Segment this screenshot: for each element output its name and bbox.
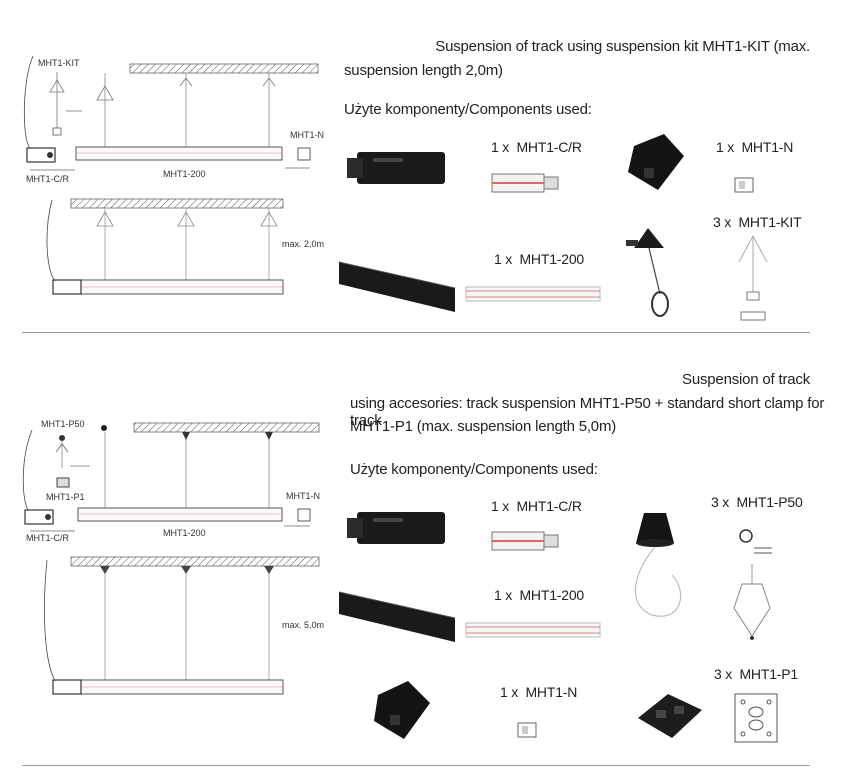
s1-comp-cr: 1 x MHT1-C/R: [491, 139, 582, 155]
suspension-p50-drawing: [733, 529, 772, 640]
s1-comp-track-qty: 1 x: [494, 251, 513, 267]
label-mht1-200: MHT1-200: [163, 169, 206, 179]
end-cap-n-drawing: [734, 177, 754, 193]
track-drawing: [465, 286, 601, 302]
s2-comp-n-qty: 1 x: [500, 684, 519, 700]
section2-title-line1: Suspension of track: [682, 371, 810, 388]
connector-cr-photo: [347, 152, 445, 184]
s2-comp-p50-code: MHT1-P50: [736, 494, 803, 510]
clamp-p1-photo: [638, 694, 702, 738]
section2-title-line2: using accesories: track suspension MHT1-…: [350, 395, 825, 429]
section-divider-2: [22, 765, 810, 766]
label-mht1-p50: MHT1-P50: [41, 419, 85, 429]
section1-title-line1: Suspension of track using suspension kit…: [435, 38, 810, 55]
s2-comp-track-qty: 1 x: [494, 587, 513, 603]
section1-title-line2: suspension length 2,0m): [344, 62, 503, 79]
s2-comp-p1-qty: 3 x: [714, 666, 733, 682]
s1-comp-cr-qty: 1 x: [491, 139, 510, 155]
connector-cr-photo-2: [347, 512, 445, 544]
clamp-p1-drawing: [734, 693, 778, 743]
s1-comp-n-code: MHT1-N: [741, 139, 794, 155]
s1-comp-track-code: MHT1-200: [519, 251, 584, 267]
suspension-kit-photo: [626, 228, 669, 317]
suspension-p50-photo: [634, 513, 682, 617]
s2-comp-p50: 3 x MHT1-P50: [711, 494, 803, 510]
label-max-length: max. 2,0m: [282, 239, 325, 249]
s2-comp-p50-qty: 3 x: [711, 494, 730, 510]
section1-components-heading: Użyte komponenty/Components used:: [344, 101, 592, 118]
section2-title-line3: MHT1-P1 (max. suspension length 5,0m): [350, 418, 617, 435]
end-cap-n-photo-2: [374, 681, 430, 739]
label-mht1-kit: MHT1-KIT: [38, 58, 80, 68]
s2-comp-track: 1 x MHT1-200: [494, 587, 584, 603]
connector-cr-drawing-2: [491, 531, 559, 551]
s1-comp-kit-code: MHT1-KIT: [738, 214, 802, 230]
label-mht1-200-2: MHT1-200: [163, 528, 206, 538]
section-divider-1: [22, 332, 810, 333]
s2-comp-p1-code: MHT1-P1: [739, 666, 798, 682]
label-mht1-n-2: MHT1-N: [286, 491, 320, 501]
s1-comp-track: 1 x MHT1-200: [494, 251, 584, 267]
s1-comp-kit-qty: 3 x: [713, 214, 732, 230]
end-cap-n-drawing-2: [517, 722, 537, 738]
s2-comp-n: 1 x MHT1-N: [500, 684, 577, 700]
label-max-length-2: max. 5,0m: [282, 620, 325, 630]
connector-cr-drawing: [491, 173, 559, 193]
s2-comp-cr: 1 x MHT1-C/R: [491, 498, 582, 514]
label-mht1-cr: MHT1-C/R: [26, 174, 69, 184]
end-cap-n-photo: [628, 134, 684, 190]
s2-comp-track-code: MHT1-200: [519, 587, 584, 603]
s2-comp-cr-code: MHT1-C/R: [516, 498, 582, 514]
track-drawing-2: [465, 622, 601, 638]
section2-components-heading: Użyte komponenty/Components used:: [350, 461, 598, 478]
s2-comp-n-code: MHT1-N: [525, 684, 578, 700]
label-mht1-n: MHT1-N: [290, 130, 324, 140]
label-mht1-p1: MHT1-P1: [46, 492, 85, 502]
s1-comp-cr-code: MHT1-C/R: [516, 139, 582, 155]
s2-comp-cr-qty: 1 x: [491, 498, 510, 514]
track-photo-2: [338, 591, 456, 642]
s1-comp-kit: 3 x MHT1-KIT: [713, 214, 802, 230]
s2-comp-p1: 3 x MHT1-P1: [714, 666, 798, 682]
suspension-kit-drawing: [738, 234, 768, 321]
track-photo: [338, 261, 456, 312]
label-mht1-cr-2: MHT1-C/R: [26, 533, 69, 543]
s1-comp-n-qty: 1 x: [716, 139, 735, 155]
s1-comp-n: 1 x MHT1-N: [716, 139, 793, 155]
